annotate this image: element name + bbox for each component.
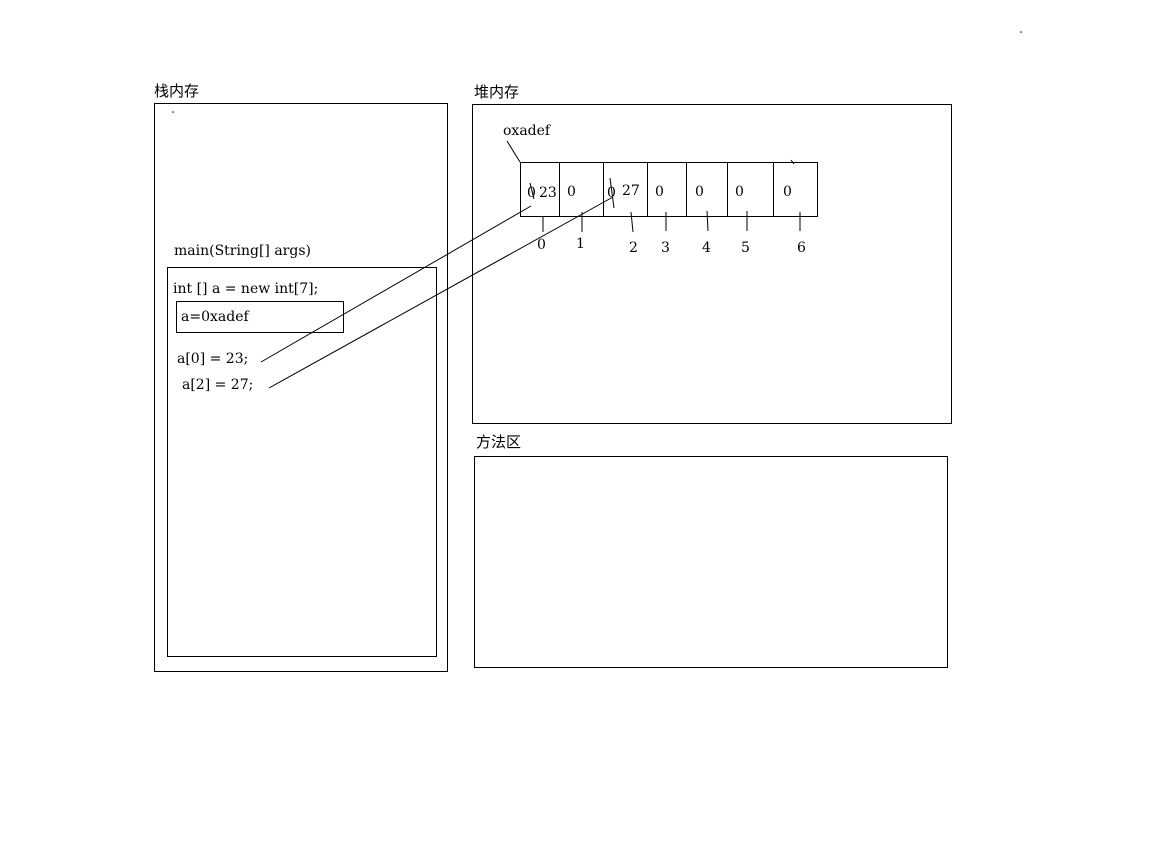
array-cell-4: [686, 162, 728, 217]
array-declaration-line: int [] a = new int[7];: [173, 281, 319, 297]
array-cell-4-value: 0: [695, 184, 704, 200]
stack-memory-title: 栈内存: [154, 82, 200, 100]
array-index-3: 3: [661, 240, 670, 256]
array-cell-3-value: 0: [655, 184, 664, 200]
array-index-4: 4: [702, 240, 711, 256]
assign-index-2-line: a[2] = 27;: [182, 377, 254, 393]
heap-memory-title: 堆内存: [474, 83, 520, 101]
heap-memory-region: [472, 104, 952, 424]
method-area-title: 方法区: [476, 433, 522, 451]
array-index-2: 2: [629, 240, 638, 256]
array-index-1: 1: [576, 236, 585, 252]
assign-index-0-line: a[0] = 23;: [177, 351, 249, 367]
array-cell-0-new-value: 23: [539, 185, 557, 201]
array-cell-2-value: 0: [607, 185, 616, 201]
stray-dot-corner: [1020, 31, 1022, 33]
array-index-5: 5: [741, 240, 750, 256]
method-area-region: [474, 456, 948, 668]
heap-array-address: oxadef: [503, 123, 551, 139]
array-cell-6: [773, 162, 818, 217]
array-cell-1-value: 0: [567, 184, 576, 200]
array-index-6: 6: [797, 240, 806, 256]
main-frame-title: main(String[] args): [174, 243, 311, 259]
array-cell-3: [647, 162, 687, 217]
array-cell-2-new-value: 27: [622, 183, 640, 199]
array-index-0: 0: [537, 237, 546, 253]
array-cell-6-value: 0: [783, 184, 792, 200]
array-cell-5-value: 0: [735, 184, 744, 200]
array-cell-0-value: 0: [527, 185, 536, 201]
array-reference-value: a=0xadef: [181, 309, 249, 325]
array-cell-1: [559, 162, 604, 217]
